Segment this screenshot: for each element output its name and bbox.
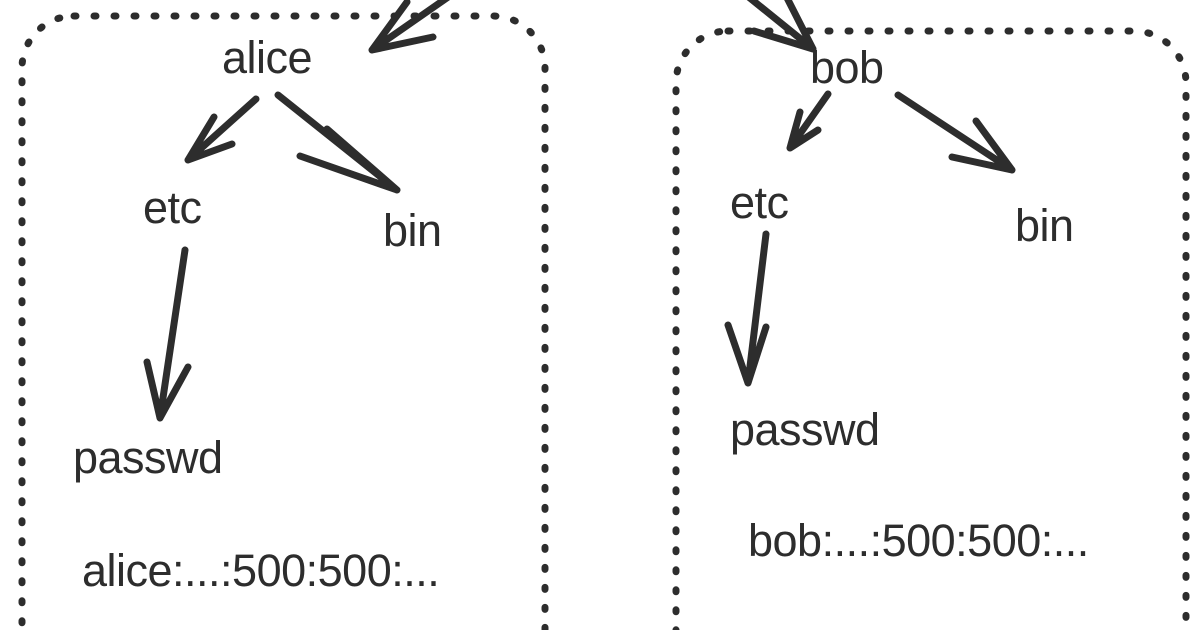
node-bob: bob	[810, 42, 884, 93]
node-bin-right: bin	[1015, 200, 1074, 251]
passwd-entry-bob: bob:...:500:500:...	[748, 515, 1089, 566]
node-passwd-left: passwd	[73, 432, 223, 483]
alice-container-box	[18, 12, 549, 630]
arrow-etc-to-passwd-left	[143, 246, 192, 422]
arrow-alice-to-bin	[274, 91, 401, 194]
arrow-into-alice	[368, 0, 451, 54]
bob-container-box	[672, 27, 1190, 630]
node-passwd-right: passwd	[730, 404, 880, 455]
arrow-into-bob	[746, 0, 817, 53]
node-bin-left: bin	[383, 205, 442, 256]
arrow-bob-to-etc	[786, 90, 832, 152]
node-alice: alice	[222, 32, 313, 83]
arrow-bob-to-bin	[894, 91, 1016, 174]
passwd-entry-alice: alice:...:500:500:...	[82, 545, 440, 596]
node-etc-right: etc	[730, 177, 789, 228]
arrow-etc-to-passwd-right	[724, 230, 770, 387]
arrow-alice-to-etc	[184, 95, 260, 164]
node-etc-left: etc	[143, 182, 202, 233]
